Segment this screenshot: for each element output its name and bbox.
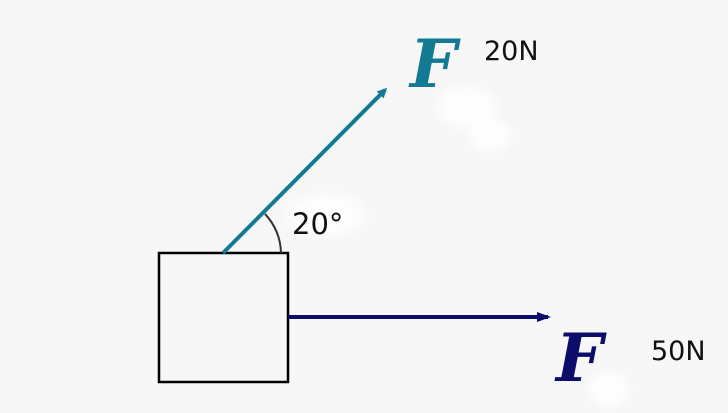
smudge [282,190,372,240]
angle-label: 20° [292,207,344,241]
force-1-symbol: F [410,25,457,103]
force-2-magnitude: 50N [651,336,706,367]
force-2-symbol: F [556,319,603,397]
smudge [585,368,633,410]
angle-arc [264,213,282,254]
force-1-arrow [221,87,388,255]
box [157,251,290,384]
smudge [465,115,515,155]
force-1-magnitude: 20N [484,36,539,67]
